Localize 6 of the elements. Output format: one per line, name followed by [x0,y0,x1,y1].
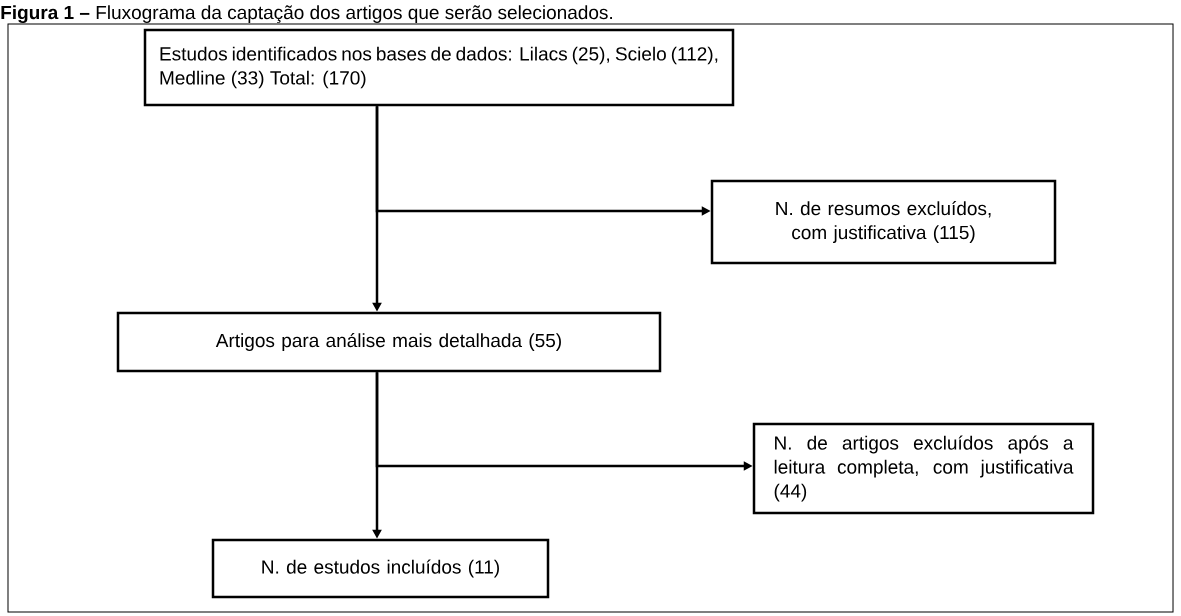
figure-title: Figura 1 – Fluxograma da captação dos artigos que serão selecionados. [1,5,612,24]
process-box: Estudos identificados nos bases de dados: Lilacs (25), Scielo (112), Medline (33) Total: (170) [143,28,735,107]
process-box: N. de artigos excluídos após a leitura completa, com justificativa (44) [752,422,1095,515]
process-box: N. de estudos incluídos (11) [211,538,550,599]
process-box: Artigos para análise mais detalhada (55) [116,311,662,373]
process-box: N. de resumos excluídos, com justificativa (115) [710,179,1057,265]
